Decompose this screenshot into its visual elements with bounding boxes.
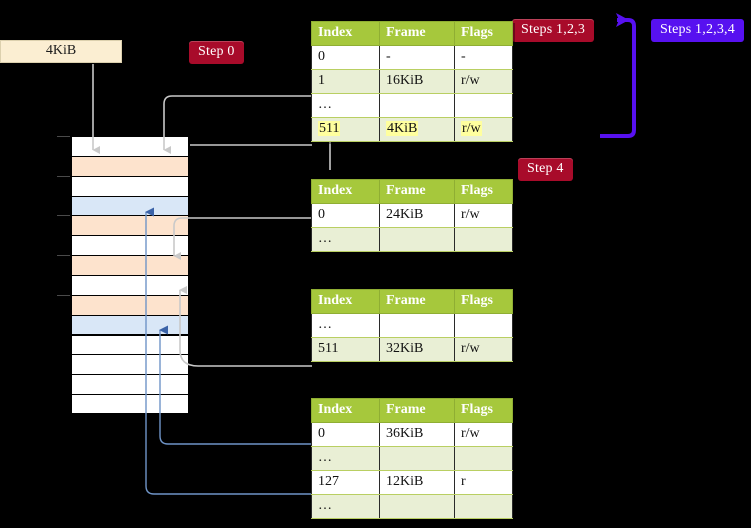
badge-step-0: Step 0 [189, 41, 244, 64]
memory-frame-row [71, 274, 189, 295]
table-row: … [311, 494, 513, 519]
column-header-frame: Frame [379, 179, 455, 204]
highlighted-value: r/w [461, 121, 482, 136]
cell-flags: r/w [454, 203, 513, 228]
memory-frame-row [71, 175, 189, 196]
cell-index: 127 [311, 470, 380, 495]
cell-flags: - [454, 45, 513, 70]
recursion-arrow [600, 13, 636, 138]
frame-tick-mark [57, 175, 70, 177]
memory-frame-row [71, 215, 189, 236]
cell-flags: r/w [454, 337, 513, 362]
cell-frame: 16KiB [379, 69, 455, 94]
frame-tick-mark [57, 136, 70, 137]
memory-frame-row [71, 255, 189, 275]
cell-index: … [311, 494, 380, 519]
cell-frame [379, 494, 455, 519]
cell-index: 0 [311, 45, 380, 70]
cell-index: 0 [311, 422, 380, 447]
cell-frame [379, 93, 455, 118]
cell-flags: r/w [454, 422, 513, 447]
column-header-flags: Flags [454, 289, 513, 314]
column-header-flags: Flags [454, 398, 513, 423]
cell-frame: 12KiB [379, 470, 455, 495]
column-header-frame: Frame [379, 289, 455, 314]
cell-frame [379, 227, 455, 252]
cell-flags [454, 227, 513, 252]
table-row: … [311, 313, 513, 338]
frame-tick-mark [57, 215, 70, 217]
memory-frame-row [71, 155, 189, 176]
cell-frame: - [379, 45, 455, 70]
column-header-index: Index [311, 289, 380, 314]
connector-pd-511 [179, 286, 312, 367]
memory-frame-row [71, 195, 189, 216]
memory-frame-row [71, 374, 189, 395]
cell-flags [454, 313, 513, 338]
cell-frame: 4KiB [379, 117, 455, 142]
cell-flags [454, 93, 513, 118]
memory-frame-row [71, 394, 189, 414]
cell-flags [454, 446, 513, 471]
cell-index: … [311, 313, 380, 338]
table-row: … [311, 227, 513, 252]
highlighted-value: 4KiB [386, 121, 419, 136]
table-row: … [311, 446, 513, 471]
cell-flags [454, 494, 513, 519]
cell-frame [379, 446, 455, 471]
cell-flags: r/w [454, 117, 513, 142]
cell-frame: 36KiB [379, 422, 455, 447]
column-header-frame: Frame [379, 398, 455, 423]
frame-size-box: 4KiB [0, 40, 122, 63]
cell-index: 511 [311, 337, 380, 362]
memory-frame-row [71, 314, 189, 335]
badge-steps-1-2-3: Steps 1,2,3 [512, 19, 595, 42]
cell-frame: 32KiB [379, 337, 455, 362]
highlighted-value: 511 [318, 121, 341, 136]
column-header-index: Index [311, 179, 380, 204]
badge-steps-1-2-3-4: Steps 1,2,3,4 [651, 19, 744, 42]
memory-frame-row [71, 136, 189, 156]
connector-pdp-row0 [173, 217, 312, 260]
table-row: … [311, 93, 513, 118]
badge-step-4: Step 4 [518, 158, 573, 181]
frame-tick-mark [57, 255, 70, 257]
cell-flags: r/w [454, 69, 513, 94]
column-header-index: Index [311, 398, 380, 423]
memory-frame-row [71, 354, 189, 375]
table-row: 0-- [311, 45, 513, 70]
column-header-flags: Flags [454, 21, 513, 46]
table-row: 511 4KiB r/w [311, 117, 513, 142]
column-header-flags: Flags [454, 179, 513, 204]
column-header-frame: Frame [379, 21, 455, 46]
memory-frame-row [71, 334, 189, 355]
memory-frame-row [71, 235, 189, 256]
cell-frame: 24KiB [379, 203, 455, 228]
frame-tick-mark [57, 294, 70, 296]
cell-frame [379, 313, 455, 338]
cell-index: 0 [311, 203, 380, 228]
cell-index: … [311, 446, 380, 471]
cell-index: 511 [311, 117, 380, 142]
memory-frame-row [71, 294, 189, 315]
cell-index: … [311, 93, 380, 118]
cell-flags: r [454, 470, 513, 495]
column-header-index: Index [311, 21, 380, 46]
connector-frame-to-pdp [190, 120, 331, 170]
cell-index: … [311, 227, 380, 252]
cell-index: 1 [311, 69, 380, 94]
